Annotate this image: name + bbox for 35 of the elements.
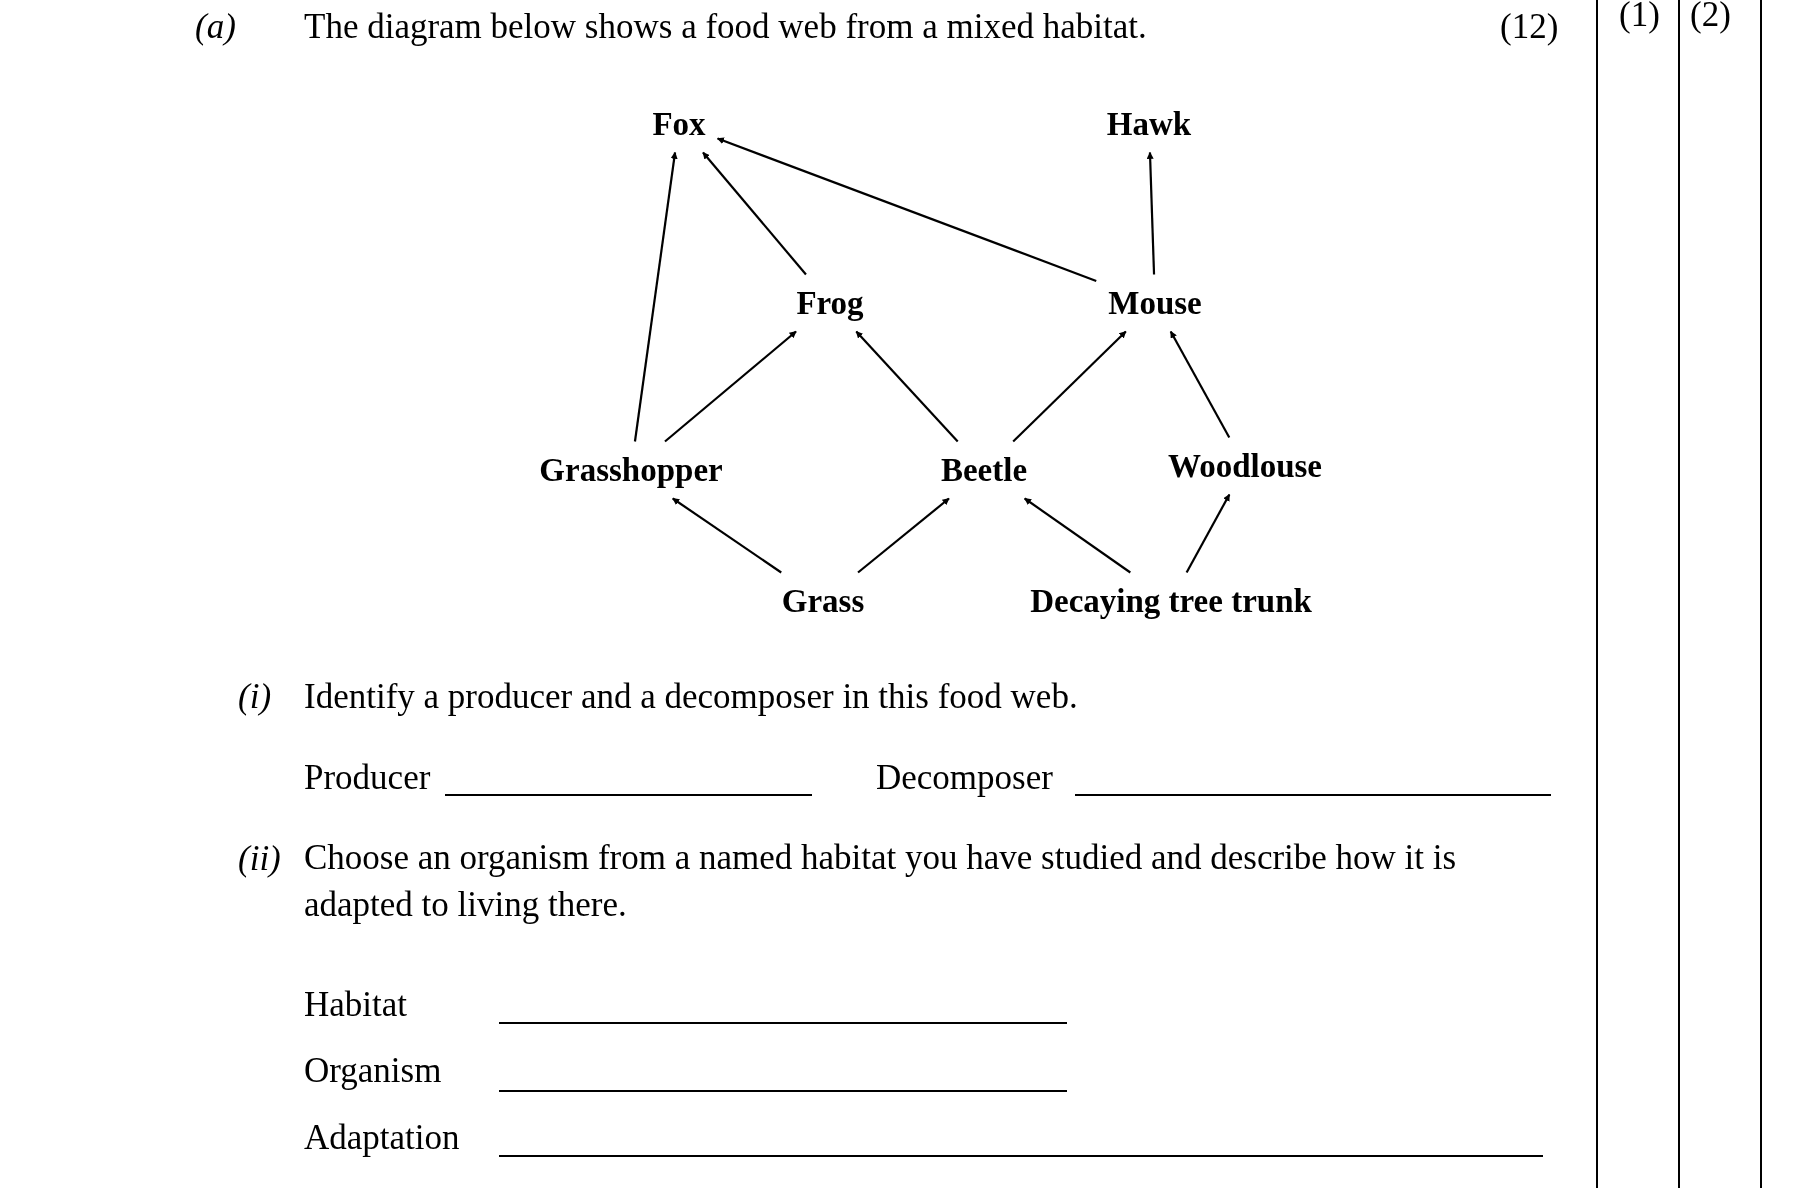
arrow <box>664 330 797 443</box>
organism-label: Frog <box>784 274 876 332</box>
arrow <box>716 137 1097 282</box>
organism-label: Mouse <box>1096 274 1214 332</box>
field-label: Organism <box>304 1049 442 1092</box>
arrow <box>855 330 959 443</box>
field-label: Adaptation <box>304 1116 460 1159</box>
column-heading: (2) <box>1690 0 1731 36</box>
part-number: (ii) <box>238 837 281 880</box>
arrow <box>633 151 678 442</box>
question-number: (a) <box>195 5 236 48</box>
part-number: (i) <box>238 675 272 718</box>
arrow <box>1024 497 1131 574</box>
arrow <box>702 151 807 276</box>
arrow <box>1012 330 1127 443</box>
question-text: Choose an organism from a named habitat you have studied and describe how it is adapted to living there. <box>304 837 1458 926</box>
column-heading: (1) <box>1619 0 1660 36</box>
arrow <box>1146 151 1156 275</box>
organism-label: Grasshopper <box>527 441 735 499</box>
arrow <box>1169 330 1231 439</box>
marks-total: (12) <box>1500 5 1559 48</box>
field-label: Habitat <box>304 983 408 1026</box>
organism-label: Fox <box>640 95 718 153</box>
field-label: Decomposer <box>876 756 1053 799</box>
arrow <box>1185 493 1231 574</box>
organism-label: Hawk <box>1094 95 1204 153</box>
arrow <box>857 497 950 574</box>
arrow <box>672 497 782 574</box>
organism-label: Beetle <box>928 441 1040 499</box>
organism-label: Woodlouse <box>1156 437 1334 495</box>
organism-label: Grass <box>769 572 877 630</box>
question-text: The diagram below shows a food web from a mixed habitat. <box>304 5 1147 48</box>
field-label: Producer <box>304 756 431 799</box>
organism-label: Decaying tree trunk <box>1018 572 1324 630</box>
question-text: Identify a producer and a decomposer in this food web. <box>304 675 1078 718</box>
